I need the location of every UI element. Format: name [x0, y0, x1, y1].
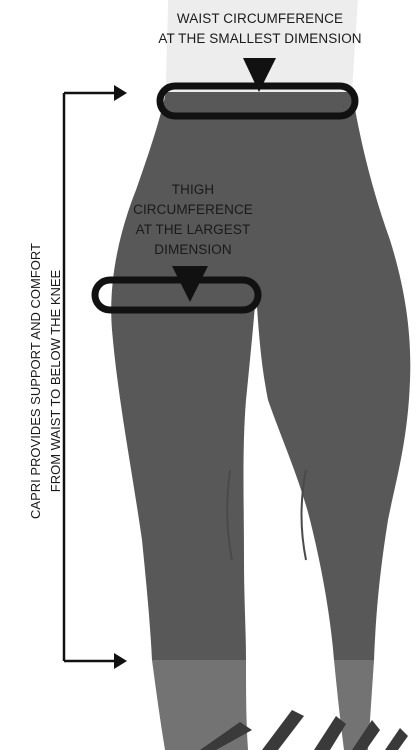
thigh-label-line2: CIRCUMFERENCE: [108, 200, 278, 220]
thigh-label-line1: THIGH: [108, 180, 278, 200]
waist-label-line1: WAIST CIRCUMFERENCE: [135, 9, 385, 29]
coverage-description-label: CAPRI PROVIDES SUPPORT AND COMFORT FROM …: [26, 201, 66, 561]
capri-leggings: [111, 92, 410, 660]
side-label-line2: FROM WAIST TO BELOW THE KNEE: [46, 201, 66, 561]
bracket-bottom-arrow-icon: [114, 653, 127, 669]
bracket-top-arrow-icon: [114, 85, 127, 101]
thigh-label-line4: DIMENSION: [108, 240, 278, 260]
thigh-label-line3: AT THE LARGEST: [108, 220, 278, 240]
waist-label-line2: AT THE SMALLEST DIMENSION: [135, 29, 385, 49]
side-label-line1: CAPRI PROVIDES SUPPORT AND COMFORT: [26, 201, 46, 561]
coverage-bracket: [64, 93, 116, 661]
thigh-measurement-label: THIGH CIRCUMFERENCE AT THE LARGEST DIMEN…: [108, 180, 278, 260]
waist-measurement-label: WAIST CIRCUMFERENCE AT THE SMALLEST DIME…: [135, 9, 385, 49]
